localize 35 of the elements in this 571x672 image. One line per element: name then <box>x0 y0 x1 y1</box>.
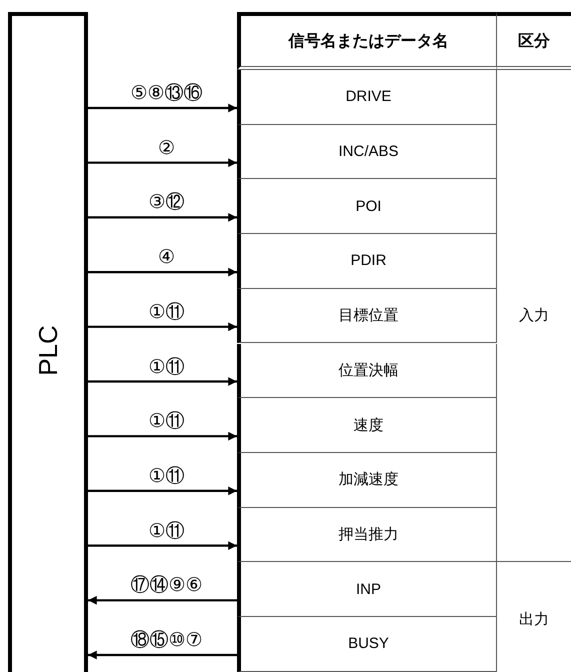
arrow <box>88 486 237 496</box>
arrow <box>88 268 237 276</box>
edge-label: ①⑪ <box>147 356 186 376</box>
arrow <box>88 158 237 168</box>
table-cell: 速度 <box>237 398 497 453</box>
arrow <box>88 322 237 332</box>
table-cell: INC/ABS <box>237 124 497 180</box>
arrow <box>88 596 237 605</box>
arrow <box>88 432 237 441</box>
table-cell: 押当推力 <box>237 508 497 562</box>
table-cell: 目標位置 <box>237 288 497 344</box>
table-cell: POI <box>237 179 497 234</box>
edge-label: ⑱⑮⑩⑦ <box>129 630 204 650</box>
arrow <box>88 650 237 660</box>
arrow <box>88 377 237 386</box>
table-cell: BUSY <box>237 617 497 672</box>
arrow <box>88 104 237 112</box>
edge-label: ③⑫ <box>147 192 186 212</box>
arrow <box>88 213 237 222</box>
device-label: PLC <box>32 324 64 376</box>
table-cell: 位置決幅 <box>237 344 497 398</box>
arrow <box>88 541 237 550</box>
edge-label: ①⑪ <box>147 520 186 541</box>
header-cell: 区分 <box>497 12 571 70</box>
edge-label: ⑰⑭⑨⑥ <box>129 575 204 596</box>
edge-label: ①⑪ <box>147 302 186 322</box>
edge-label: ①⑪ <box>147 411 186 432</box>
table-cell: DRIVE <box>237 70 497 125</box>
header-cell: 信号名またはデータ名 <box>237 12 497 70</box>
table-cell: PDIR <box>237 234 497 289</box>
edge-label: ①⑪ <box>147 466 186 486</box>
table-cell: 加減速度 <box>237 452 497 508</box>
device-box <box>8 12 88 672</box>
edge-label: ⑤⑧⑬⑯ <box>129 83 204 103</box>
table-cell: INP <box>237 562 497 617</box>
